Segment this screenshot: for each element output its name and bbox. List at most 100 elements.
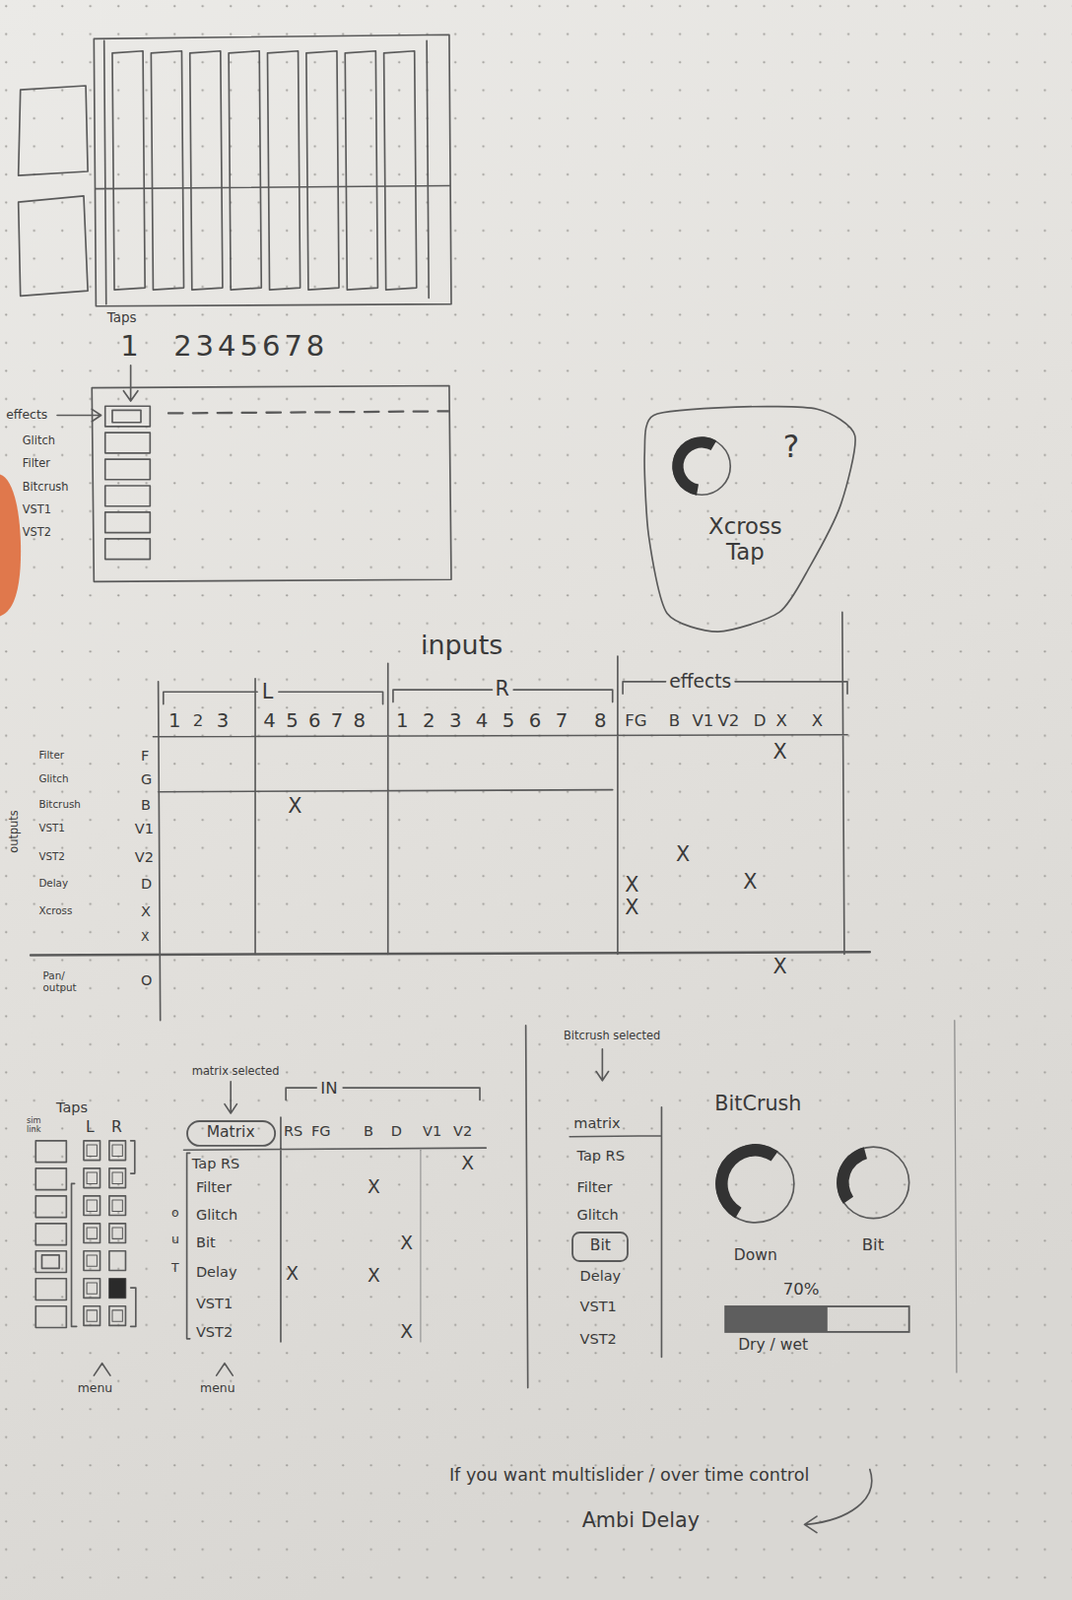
handwritten-label: D	[140, 875, 152, 893]
handwritten-label: sim link	[26, 1116, 52, 1136]
handwritten-label: Filter	[196, 1179, 232, 1197]
handwritten-label: 6	[529, 709, 542, 733]
node-text: ?	[783, 429, 801, 466]
node-text: Bit	[590, 1237, 611, 1256]
handwritten-label: outputs	[7, 810, 21, 854]
node-text: Xcross Tap	[694, 513, 798, 565]
handwritten-label: 1	[396, 709, 409, 733]
handwritten-label: VST1	[196, 1295, 233, 1313]
handwritten-label: menu	[200, 1381, 236, 1396]
filled-cell	[109, 1278, 127, 1299]
handwritten-label: D	[753, 711, 767, 731]
handwritten-label: Filter	[38, 749, 65, 762]
handwritten-label: RS	[283, 1123, 303, 1140]
handwritten-label: G	[140, 770, 152, 788]
handwritten-label: X	[811, 711, 823, 731]
note-arrow	[804, 1469, 872, 1533]
out-bracket	[187, 1152, 191, 1340]
pencil-lines	[18, 34, 957, 1533]
node-text: Matrix	[206, 1124, 256, 1142]
box-outline	[572, 1232, 628, 1262]
output-divider	[30, 951, 871, 955]
tap-cells	[83, 1140, 126, 1326]
handwritten-label: R	[111, 1119, 123, 1138]
in-bracket	[285, 1087, 480, 1100]
handwritten-label: T	[171, 1261, 180, 1275]
handwritten-label: X	[287, 795, 302, 819]
handwritten-label: u	[171, 1232, 180, 1247]
handwritten-label: F	[140, 746, 149, 764]
handwritten-label: D	[391, 1123, 402, 1140]
effects-arrow	[57, 408, 102, 421]
handwritten-label: VST2	[38, 851, 66, 864]
finger	[0, 474, 21, 617]
handwritten-label: Filter	[576, 1179, 612, 1197]
knob-control: Down	[712, 1140, 801, 1276]
selected-tab-box: Bit	[571, 1231, 629, 1263]
handwritten-label: VST1	[38, 822, 66, 835]
handwritten-label: 1	[120, 331, 138, 364]
matrix-tab-pill: Matrix	[186, 1120, 276, 1147]
handwritten-label: effects	[5, 407, 48, 422]
handwritten-label: V2	[453, 1123, 472, 1140]
handwritten-label: Delay	[38, 877, 68, 890]
handwritten-label: X	[400, 1321, 413, 1342]
handwritten-label: X	[367, 1176, 381, 1198]
handwritten-label: VST1	[22, 504, 52, 518]
handwritten-label: Glitch	[196, 1206, 238, 1224]
handwritten-label: 5	[502, 709, 516, 733]
matrix-grid	[152, 611, 848, 1020]
handwritten-label: VST2	[580, 1331, 617, 1348]
handwritten-label: 2	[193, 711, 204, 731]
selected-arrow	[224, 1081, 237, 1114]
node-text: Down	[734, 1247, 778, 1266]
handwritten-label: Delay	[580, 1268, 622, 1285]
handwritten-label: 7	[331, 709, 344, 733]
handwritten-label: Ambi Delay	[582, 1509, 700, 1534]
handwritten-label: V1	[134, 820, 154, 838]
handwritten-label: VST2	[196, 1324, 233, 1341]
handwritten-label: inputs	[420, 629, 503, 661]
handwritten-label: X	[772, 955, 787, 980]
knob-arc	[836, 1146, 868, 1204]
handwritten-label: X	[400, 1232, 413, 1254]
handwritten-label: 2345678	[173, 331, 329, 364]
effects-view-box	[91, 386, 452, 583]
selected-arrow	[596, 1049, 608, 1081]
handwritten-label: VST2	[22, 526, 52, 539]
handwritten-label: matrix	[573, 1114, 620, 1132]
handwritten-label: V2	[134, 849, 154, 867]
handwritten-label: L	[85, 1119, 95, 1138]
knob-control: Bit	[833, 1143, 914, 1259]
handwritten-label: Glitch	[576, 1206, 618, 1224]
handwritten-label: R	[495, 678, 510, 703]
handwritten-label: IN	[320, 1078, 337, 1098]
handwritten-label: Bitcrush	[22, 481, 69, 495]
knob-arc	[671, 436, 717, 496]
handwritten-label: V1	[422, 1123, 442, 1140]
handwritten-label: B	[140, 796, 151, 813]
node-text: Bit	[862, 1235, 884, 1255]
handwritten-label: X	[461, 1153, 474, 1175]
handwritten-label: Glitch	[22, 434, 56, 448]
handwritten-label: 3	[449, 709, 463, 733]
handwritten-label: FG	[311, 1123, 332, 1140]
handwritten-label: Bitcrush selected	[563, 1029, 661, 1043]
handwritten-label: X	[675, 843, 690, 868]
handwritten-label: menu	[77, 1381, 114, 1396]
handwritten-label: Taps	[56, 1099, 88, 1117]
handwritten-label: X	[624, 874, 639, 899]
handwritten-label: 8	[353, 709, 367, 733]
side-list	[35, 1140, 67, 1329]
dry-wet-slider: 70%Dry / wet	[720, 1277, 920, 1366]
blob-outline	[644, 406, 856, 633]
handwritten-label: Glitch	[38, 773, 68, 786]
handwritten-label: Bitcrush	[38, 799, 81, 811]
handwritten-label: If you want multislider / over time cont…	[449, 1465, 809, 1485]
handwritten-label: Xcross	[38, 905, 72, 918]
tap-brackets	[71, 1140, 136, 1328]
handwritten-label: matrix selected	[192, 1065, 280, 1078]
handwritten-label: Tap RS	[576, 1147, 624, 1165]
